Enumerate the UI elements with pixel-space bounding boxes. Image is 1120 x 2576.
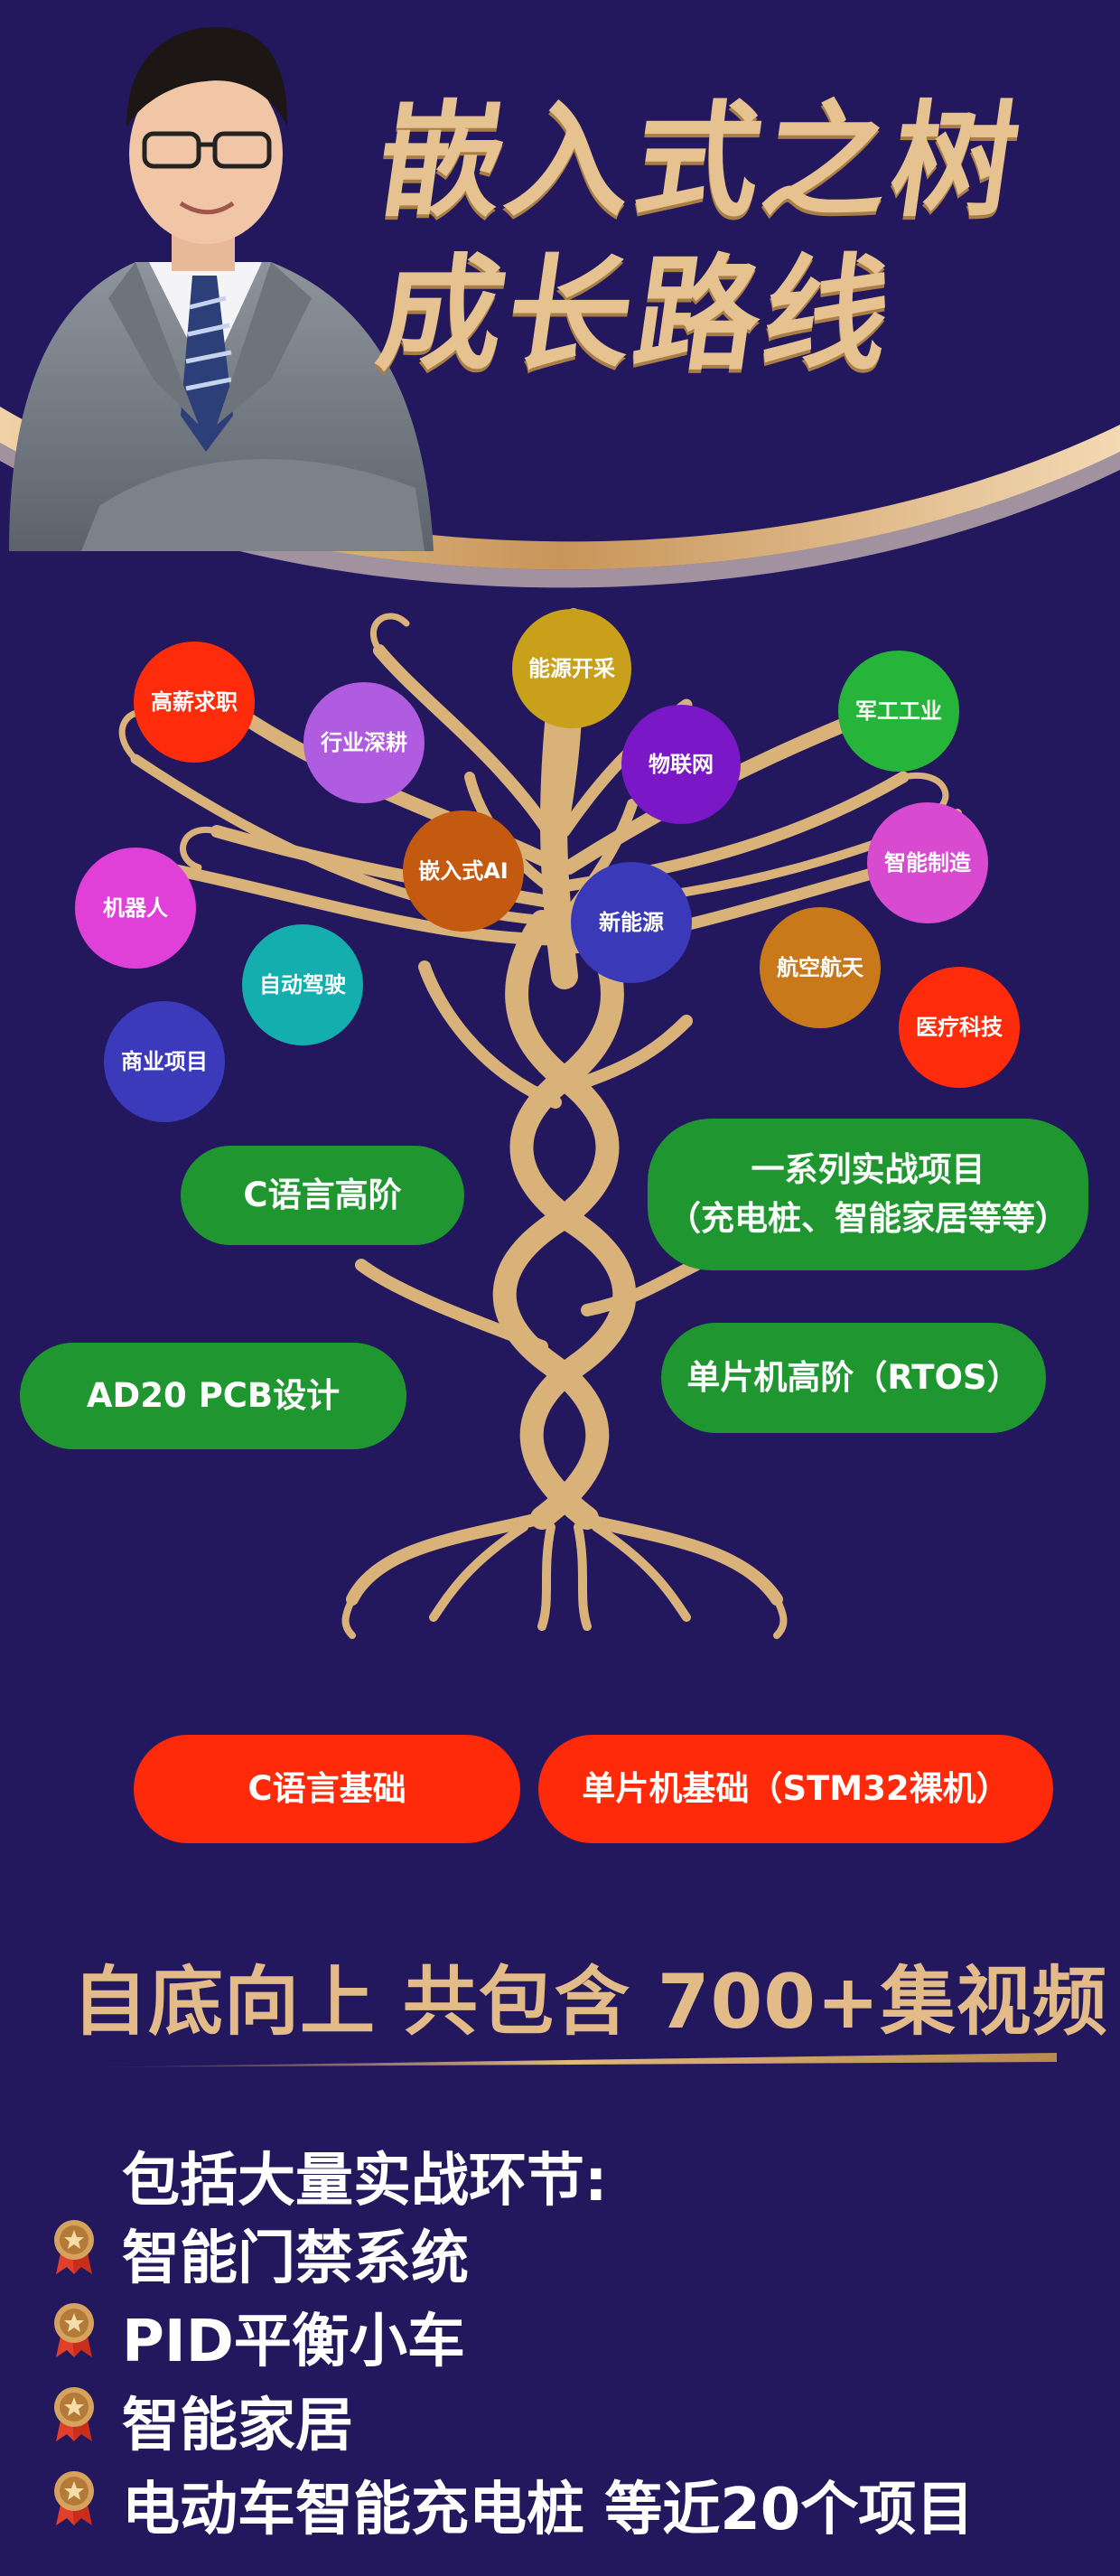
project-item-pid-balance-car: PID平衡小车 [122, 2309, 465, 2375]
foundation-mcu-stm32: 单片机基础（STM32裸机） [538, 1735, 1053, 1843]
projects-heading: 包括大量实战环节: [122, 2148, 608, 2215]
milestone-ad20-pcb: AD20 PCB设计 [20, 1343, 406, 1449]
medal-icon [54, 2387, 94, 2441]
topic-bubble-industry-depth: 行业深耕 [303, 682, 425, 803]
topic-bubble-autonomous-driving: 自动驾驶 [242, 924, 363, 1045]
foundation-c-basics: C语言基础 [134, 1735, 520, 1843]
topic-bubble-medical-tech: 医疗科技 [899, 967, 1020, 1088]
project-item-ev-charger: 电动车智能充电桩 等近20个项目 [122, 2477, 975, 2543]
topic-bubble-iot: 物联网 [621, 705, 741, 824]
project-item-smart-home: 智能家居 [122, 2393, 353, 2459]
topic-bubble-robotics: 机器人 [75, 848, 196, 969]
topic-bubble-energy-mining: 能源开采 [512, 609, 631, 728]
title-line-1: 嵌入式之树 [369, 89, 1031, 234]
milestone-practical-projects-subtitle: （充电桩、智能家居等等） [667, 1199, 1069, 1238]
medal-icon [54, 2303, 94, 2357]
topic-bubble-aerospace: 航空航天 [760, 907, 881, 1028]
topic-bubble-new-energy: 新能源 [571, 862, 692, 983]
milestone-practical-projects: 一系列实战项目 （充电桩、智能家居等等） [648, 1119, 1088, 1270]
topic-bubble-embedded-ai: 嵌入式AI [403, 810, 524, 932]
topic-bubble-commercial-projects: 商业项目 [104, 1001, 225, 1122]
presenter-portrait [9, 27, 434, 551]
headline-underline [81, 2053, 1057, 2067]
topic-bubble-military-industry: 军工工业 [838, 651, 959, 772]
project-item-access-control: 智能门禁系统 [122, 2225, 469, 2292]
medal-icon [54, 2471, 94, 2525]
summary-headline: 自底向上 共包含 700+集视频 [72, 1958, 1108, 2046]
topic-bubble-smart-manufacturing: 智能制造 [867, 802, 988, 923]
milestone-mcu-rtos: 单片机高阶（RTOS） [661, 1323, 1046, 1433]
milestone-c-advanced: C语言高阶 [181, 1146, 464, 1245]
topic-bubble-high-salary: 高薪求职 [134, 642, 255, 763]
milestone-practical-projects-title: 一系列实战项目 [751, 1150, 985, 1190]
medal-icon [54, 2220, 94, 2274]
title-line-2: 成长路线 [369, 242, 903, 388]
